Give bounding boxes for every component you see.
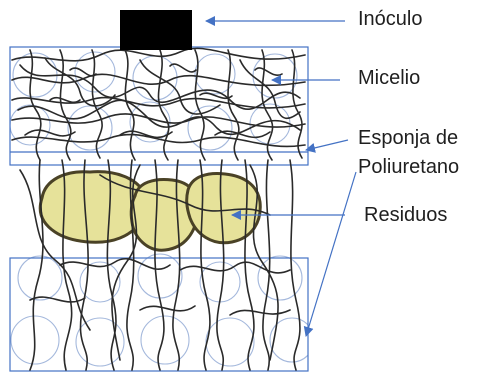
label-inoculo: Inóculo — [358, 7, 423, 31]
arrow-esponja-upper — [306, 140, 348, 150]
label-esponja-line1: Esponja de — [358, 126, 458, 150]
label-esponja-line2: Poliuretano — [358, 155, 459, 179]
label-residuos: Residuos — [364, 203, 447, 227]
label-micelio: Micelio — [358, 66, 420, 90]
arrow-esponja-lower — [306, 172, 356, 336]
inoculum-block — [120, 10, 192, 50]
